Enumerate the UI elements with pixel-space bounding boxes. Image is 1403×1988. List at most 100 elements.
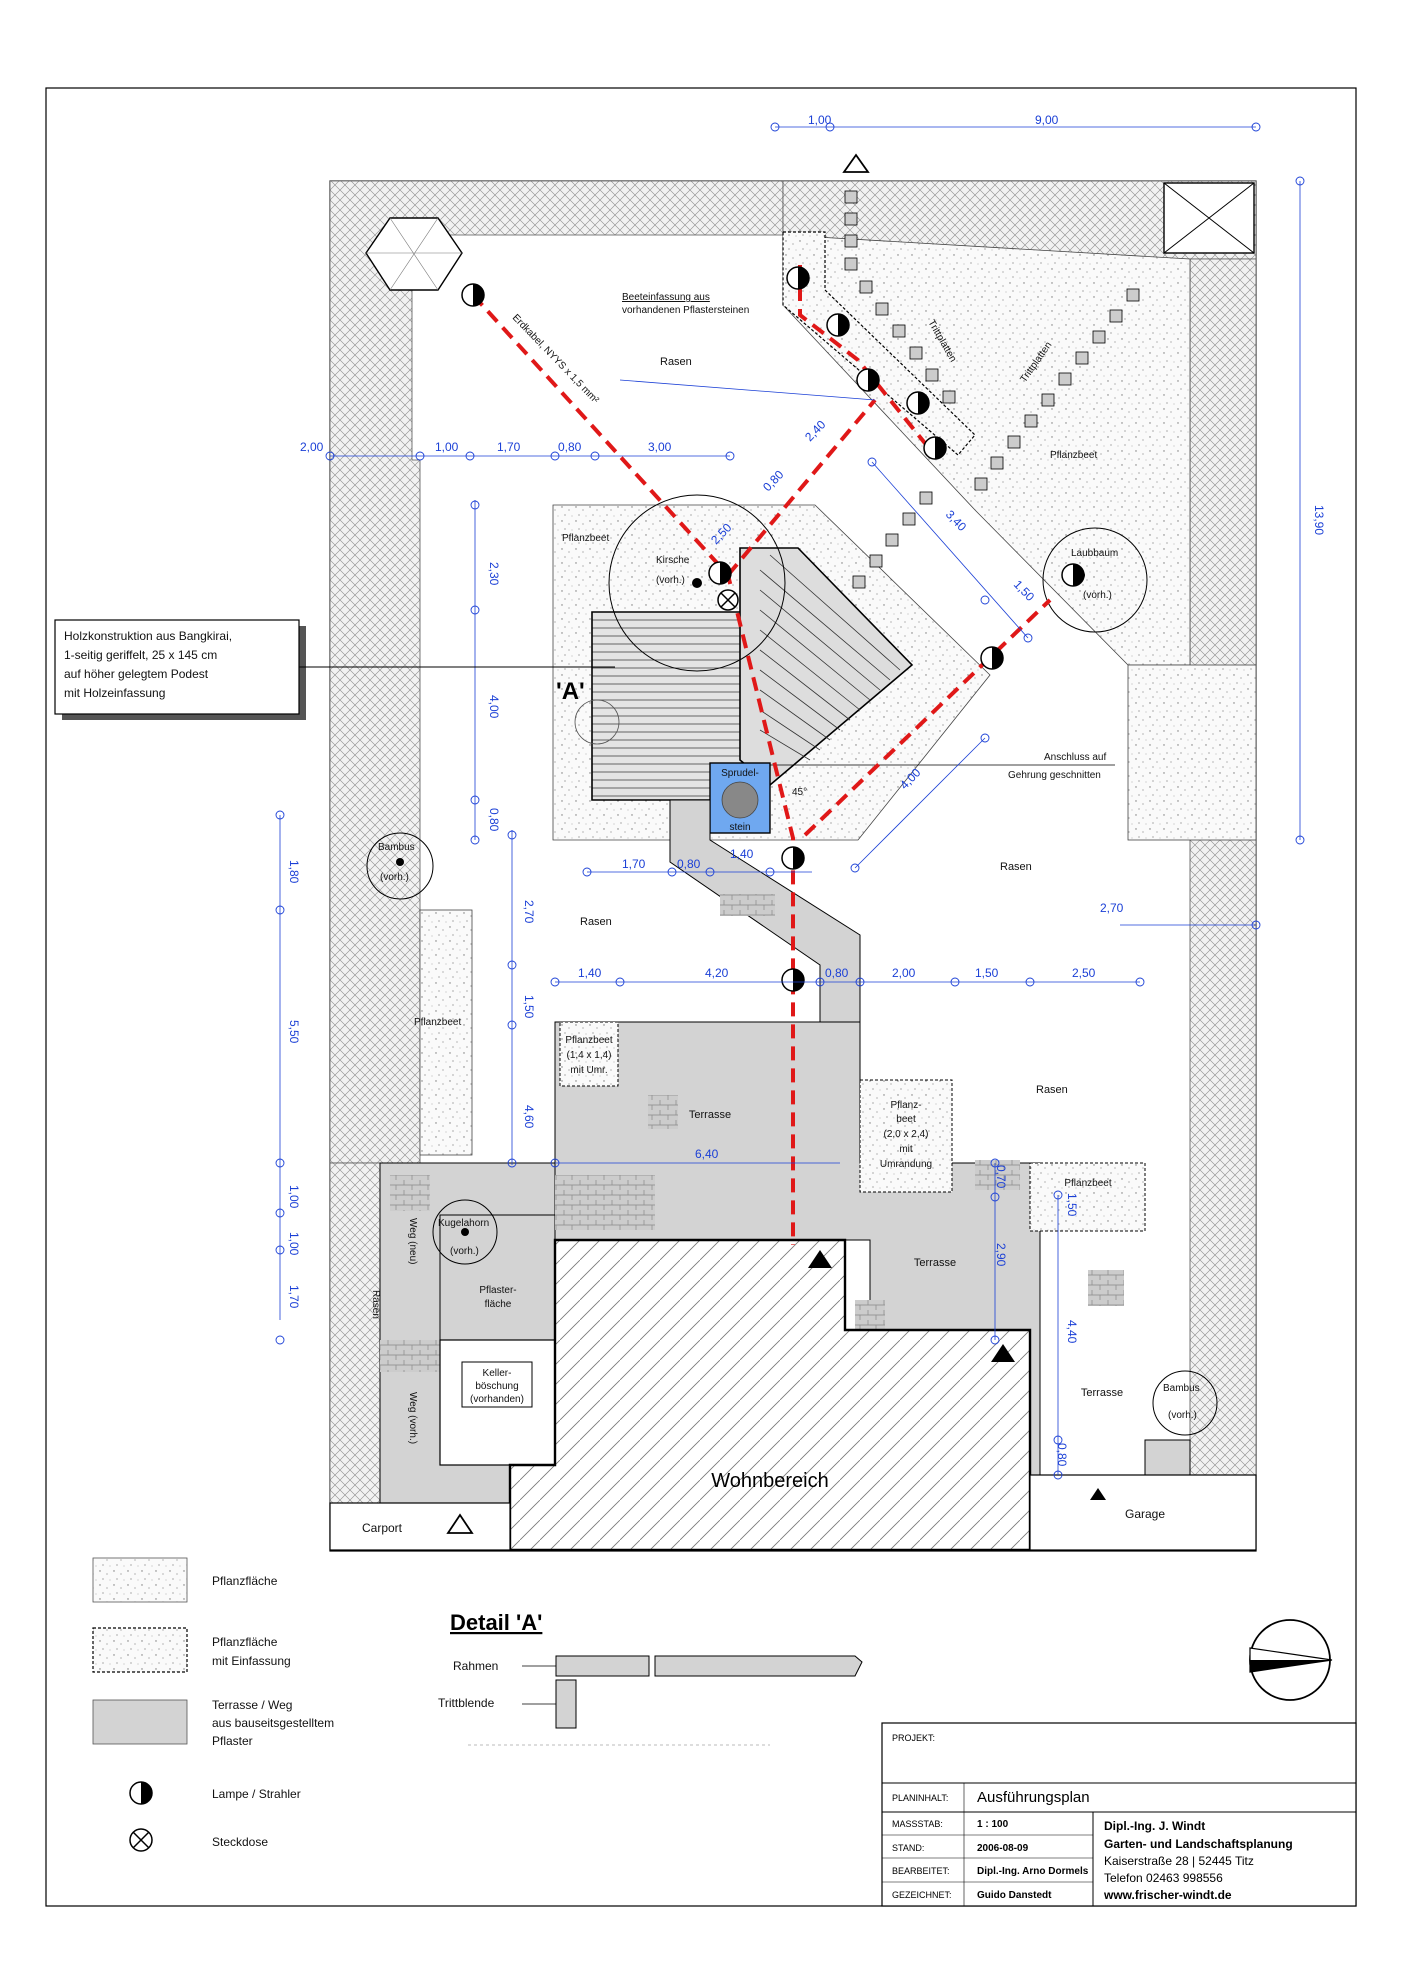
stand-value: 2006-08-09 [977, 1843, 1029, 1854]
planinhalt-label: PLANINHALT: [892, 1793, 948, 1803]
detail-a-marker: 'A' [556, 678, 585, 705]
weg-neu-label: Weg (neu) [407, 1218, 418, 1265]
detail-a: Detail 'A' Rahmen Trittblende [438, 1610, 863, 1746]
north-arrow-icon [1249, 1619, 1333, 1701]
garage [1029, 1474, 1257, 1551]
gezeichnet-label: GEZEICHNET: [892, 1890, 952, 1900]
rasen-label: Rasen [370, 1290, 381, 1319]
dimension-label: 9,00 [1035, 113, 1059, 127]
lampe-icon [781, 846, 805, 870]
pflanzbeet-mid-label: mit [899, 1144, 913, 1155]
dimension-label: 1,70 [287, 1285, 301, 1309]
svg-text:1-seitig geriffelt, 25 x 145 c: 1-seitig geriffelt, 25 x 145 cm [64, 648, 217, 662]
bearbeitet-value: Dipl.-Ing. Arno Dormels [977, 1866, 1089, 1877]
dimension-label: 2,90 [994, 1243, 1008, 1267]
dimension-ticks [275, 122, 1305, 1480]
lampe-icon [1061, 563, 1085, 587]
pflanzbeet-mid-label: beet [896, 1114, 916, 1125]
lampe-icon [781, 968, 805, 992]
lampe-icon [786, 266, 810, 290]
kugelahorn-tree [432, 1199, 498, 1265]
bambus-label: Bambus [1163, 1383, 1200, 1394]
office-phone: Telefon 02463 998556 [1104, 1871, 1223, 1885]
trittplatten [844, 190, 1140, 589]
lampe-icon [856, 368, 880, 392]
pflanzbeet-small-label: Pflanzbeet [565, 1035, 612, 1046]
pflanzbeet-mid-label: Pflanz- [890, 1100, 921, 1111]
rasen-label: Rasen [1000, 861, 1032, 873]
dimension-label: 2,30 [487, 562, 501, 586]
office-name: Dipl.-Ing. J. Windt [1104, 1819, 1205, 1833]
pflanzbeet-small-label: mit Umr. [570, 1065, 607, 1076]
pflasterflaeche-label: fläche [485, 1299, 512, 1310]
garage-label: Garage [1125, 1507, 1165, 1521]
kirsche-label: (vorh.) [656, 575, 685, 586]
planinhalt-value: Ausführungsplan [977, 1789, 1090, 1806]
anschluss-note: Anschluss auf [1044, 752, 1106, 763]
gezeichnet-value: Guido Danstedt [977, 1890, 1052, 1901]
dimension-label: 1,80 [287, 860, 301, 884]
legend-einfassung: mit Einfassung [212, 1654, 291, 1668]
dimension-lines [279, 126, 1301, 1475]
legend: Pflanzfläche Pflanzfläche mit Einfassung… [92, 1557, 334, 1852]
carport [329, 1502, 511, 1551]
pflanzbeet-label: Pflanzbeet [414, 1017, 461, 1028]
dimension-label: 1,50 [975, 966, 999, 980]
title-block: PROJEKT: PLANINHALT: Ausführungsplan MAS… [881, 1722, 1357, 1907]
detail-title: Detail 'A' [450, 1610, 542, 1635]
keller-label: Keller- [483, 1368, 512, 1379]
rasen-label: Rasen [1036, 1084, 1068, 1096]
dimension-label: 0,80 [558, 440, 582, 454]
dimension-label: 0,80 [825, 966, 849, 980]
pflanzbeet-mid-label: Umrandung [880, 1159, 932, 1170]
sprudel-label: Sprudel- [721, 768, 759, 779]
wohnbereich-label: Wohnbereich [711, 1470, 828, 1492]
legend-terrasse: Pflaster [212, 1734, 253, 1748]
carport-label: Carport [362, 1521, 403, 1535]
office-website[interactable]: www.frischer-windt.de [1103, 1888, 1232, 1902]
keller-label: böschung [475, 1381, 518, 1392]
kugelahorn-label: Kugelahorn [438, 1218, 489, 1229]
dimension-label: 2,70 [522, 900, 536, 924]
dimension-label: 5,50 [287, 1020, 301, 1044]
lampe-icon [461, 283, 485, 307]
detail-trittblende-label: Trittblende [438, 1696, 495, 1710]
dimension-label: 2,00 [892, 966, 916, 980]
dimension-label: 1,70 [497, 440, 521, 454]
steckdose-icon [129, 1828, 153, 1852]
legend-lampe: Lampe / Strahler [212, 1787, 301, 1801]
sprudel-label: stein [729, 822, 750, 833]
dimension-label: 2,70 [1100, 901, 1124, 915]
dimension-label: 0,80 [1055, 1443, 1069, 1467]
terrasse-label: Terrasse [1081, 1387, 1123, 1399]
pflanzbeet-small [559, 1021, 619, 1087]
laubbaum-tree [1042, 527, 1148, 633]
rasen-label: Rasen [660, 356, 692, 368]
rasen-label: Rasen [580, 916, 612, 928]
anschluss-note: Gehrung geschnitten [1008, 770, 1101, 781]
legend-pflanzflaeche-swatch [92, 1557, 188, 1603]
legend-pflanzflaeche: Pflanzfläche [212, 1574, 278, 1588]
dimension-label: 4,00 [487, 695, 501, 719]
legend-terrasse: Terrasse / Weg [212, 1698, 292, 1712]
dimension-label: 4,40 [1065, 1320, 1079, 1344]
beeteinfassung-note: Beeteinfassung aus [622, 292, 710, 303]
keller-label: (vorhanden) [470, 1394, 524, 1405]
dimension-label: 2,50 [1072, 966, 1096, 980]
legend-terrasse-swatch [92, 1699, 188, 1745]
legend-terrasse: aus bauseitsgestelltem [212, 1716, 334, 1730]
pflanzbeet-small-label: (1,4 x 1,4) [566, 1050, 611, 1061]
svg-text:Holzkonstruktion aus Bangkirai: Holzkonstruktion aus Bangkirai, [64, 629, 232, 643]
projekt-label: PROJEKT: [892, 1733, 935, 1743]
kirsche-tree [608, 494, 786, 672]
dimension-label: 13,90 [1312, 505, 1326, 535]
detail-rahmen-label: Rahmen [453, 1659, 498, 1673]
laubbaum-label: Laubbaum [1071, 548, 1118, 559]
dimension-label: 0,70 [994, 1165, 1008, 1189]
holzkonstruktion-callout: Holzkonstruktion aus Bangkirai, 1-seitig… [54, 619, 615, 720]
pflaster-detail [380, 894, 1124, 1372]
bearbeitet-label: BEARBEITET: [892, 1866, 950, 1876]
massstab-label: MASSSTAB: [892, 1819, 943, 1829]
dimension-label: 4,20 [705, 966, 729, 980]
